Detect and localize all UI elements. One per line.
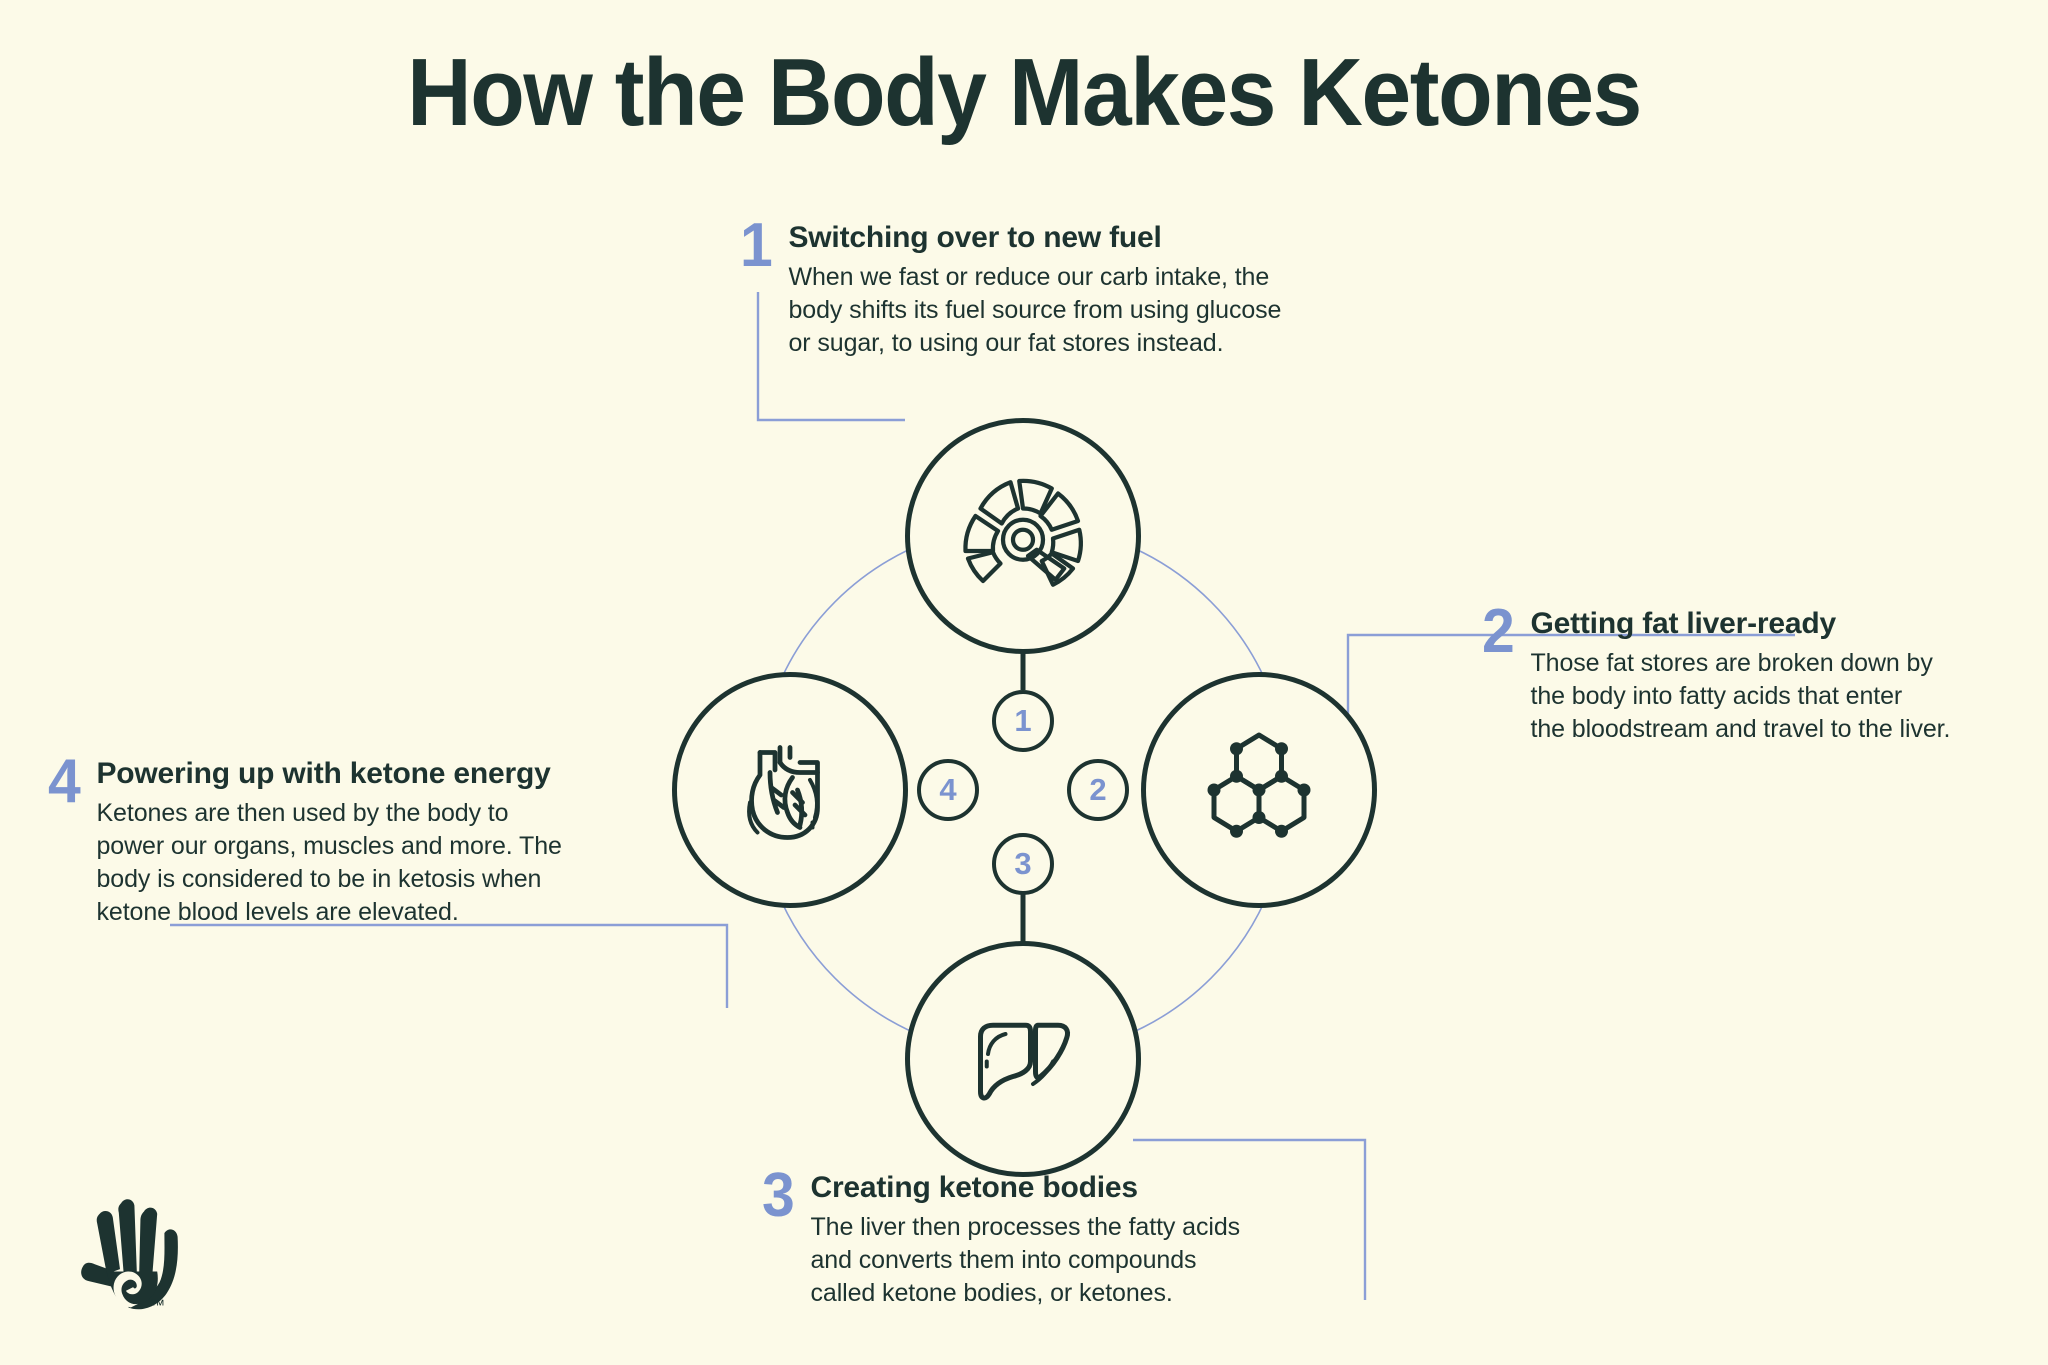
liver-icon	[978, 1022, 1070, 1101]
step-1-body: When we fast or reduce our carb intake, …	[788, 262, 1282, 357]
step-block-2: 2 Getting fat liver-ready Those fat stor…	[1482, 597, 1951, 746]
heart-icon	[747, 745, 820, 840]
step-4-heading-row: 4 Powering up with ketone energy Ketones…	[48, 747, 562, 929]
molecule-icon	[1207, 732, 1311, 838]
step-4-body: Ketones are then used by the body to pow…	[96, 798, 562, 926]
step-2-title: Getting fat liver-ready	[1530, 607, 1836, 640]
step-1-heading-row: 1 Switching over to new fuel When we fas…	[740, 211, 1282, 360]
step-block-1: 1 Switching over to new fuel When we fas…	[740, 211, 1282, 360]
hand-logo-icon	[81, 1199, 178, 1310]
center-marker-3: 3	[992, 833, 1054, 895]
step-3-title: Creating ketone bodies	[810, 1171, 1138, 1204]
step-2-number: 2	[1482, 597, 1515, 666]
step-3-body: The liver then processes the fatty acids…	[810, 1212, 1241, 1307]
center-marker-4: 4	[917, 759, 979, 821]
trademark-mark: ™	[150, 1297, 165, 1314]
step-4-number: 4	[48, 747, 81, 816]
hand-logo	[78, 1192, 198, 1327]
step-3-heading-row: 3 Creating ketone bodies The liver then …	[762, 1161, 1241, 1310]
step-2-body: Those fat stores are broken down by the …	[1530, 648, 1951, 743]
page-title: How the Body Makes Ketones	[407, 39, 1642, 146]
center-marker-2: 2	[1067, 759, 1129, 821]
step-2-heading-row: 2 Getting fat liver-ready Those fat stor…	[1482, 597, 1951, 746]
center-marker-1: 1	[992, 690, 1054, 752]
icon-circle-step-1	[905, 418, 1141, 654]
icon-circle-step-4	[672, 672, 908, 908]
icon-circle-step-2	[1141, 672, 1377, 908]
icon-circle-step-3	[905, 941, 1141, 1177]
step-1-title: Switching over to new fuel	[788, 221, 1162, 254]
step-3-number: 3	[762, 1161, 795, 1230]
step-1-number: 1	[740, 211, 773, 280]
step-4-title: Powering up with ketone energy	[96, 757, 551, 790]
step-block-3: 3 Creating ketone bodies The liver then …	[762, 1161, 1241, 1310]
step-block-4: 4 Powering up with ketone energy Ketones…	[48, 747, 562, 929]
gauge-icon	[963, 478, 1083, 587]
